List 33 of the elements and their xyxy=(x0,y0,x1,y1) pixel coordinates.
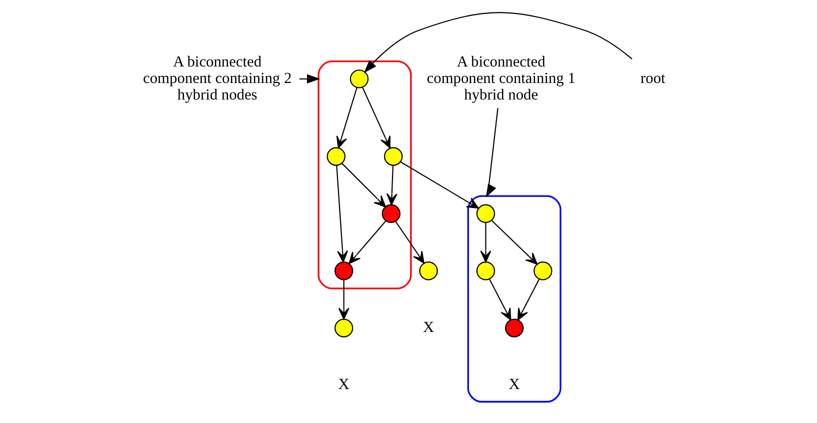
arrow xyxy=(480,222,491,263)
node-circle xyxy=(476,204,495,224)
arrow xyxy=(338,280,349,320)
node-circle xyxy=(533,262,552,280)
cluster xyxy=(466,195,561,403)
node-circle xyxy=(334,262,353,280)
node-circle xyxy=(349,70,368,88)
node-circle xyxy=(504,318,524,338)
arrow xyxy=(336,87,357,148)
node-circle xyxy=(418,262,438,280)
node-label: X xyxy=(338,376,349,393)
arrow xyxy=(363,12,632,74)
arrow xyxy=(516,278,540,320)
arrow xyxy=(386,166,397,206)
node-circle xyxy=(381,204,400,224)
node-text: A biconnected component containing 2 hybrid nodes xyxy=(142,53,292,104)
arrow xyxy=(400,161,478,209)
arrow xyxy=(348,220,386,264)
node-label: X xyxy=(508,376,520,393)
arrow xyxy=(488,278,511,320)
arrow xyxy=(336,165,348,263)
node-circle xyxy=(326,147,345,166)
node-text: root xyxy=(640,70,665,87)
node-circle xyxy=(476,262,495,280)
arrow xyxy=(341,163,386,208)
arrow xyxy=(394,221,424,264)
node-text: A biconnected component containing 1 hybrid node xyxy=(426,53,575,104)
node-label: X xyxy=(422,319,434,336)
arrow xyxy=(490,220,538,265)
node-circle xyxy=(334,318,353,338)
node-circle xyxy=(383,147,402,166)
arrow xyxy=(485,108,498,198)
arrow xyxy=(362,87,390,148)
